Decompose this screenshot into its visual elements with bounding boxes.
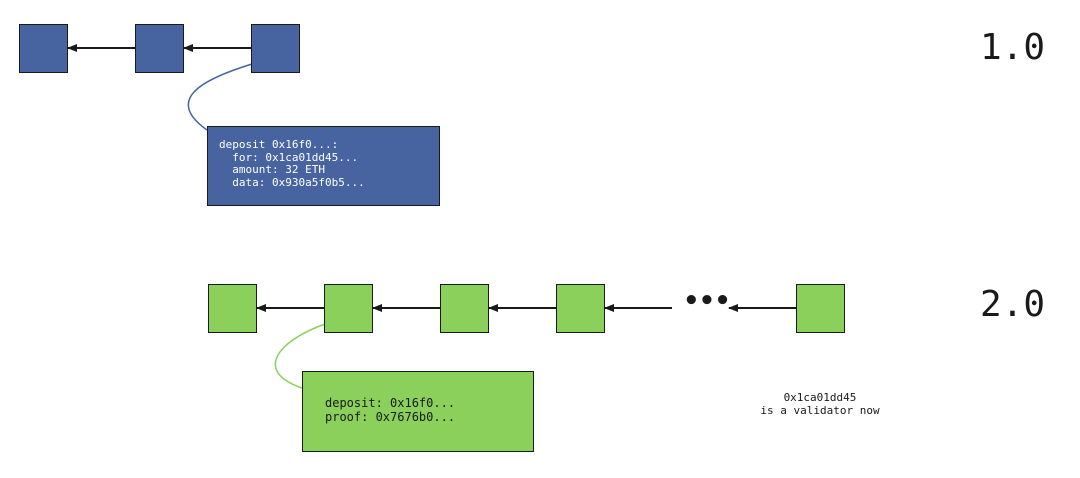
version-label-1: 1.0 (980, 27, 1046, 68)
proof-line-deposit: deposit: 0x16f0... (325, 396, 456, 410)
eth2-block-1 (208, 284, 257, 333)
eth2-block-2 (324, 284, 373, 333)
eth2-block-3 (440, 284, 489, 333)
eth1-block-3 (251, 24, 300, 73)
deposit-line-data: data: 0x930a5f0b5... (219, 175, 365, 189)
eth1-deposit-box: deposit 0x16f0...: for: 0x1ca01dd45... a… (207, 126, 440, 206)
eth2-proof-link (274, 323, 326, 389)
eth2-block-4 (556, 284, 605, 333)
eth2-proof-box: deposit: 0x16f0... proof: 0x7676b0... (302, 371, 534, 452)
eth1-deposit-link (187, 63, 253, 131)
version-label-2: 2.0 (980, 284, 1046, 325)
eth1-block-1 (19, 24, 68, 73)
validator-note: 0x1ca01dd45 is a validator now (735, 391, 905, 417)
proof-line-proof: proof: 0x7676b0... (325, 409, 456, 424)
deposit-line-id: deposit 0x16f0...: (219, 138, 339, 151)
eth2-block-5 (796, 284, 845, 333)
deposit-line-amount: amount: 32 ETH (219, 163, 325, 177)
eth1-block-2 (135, 24, 184, 73)
deposit-line-for: for: 0x1ca01dd45... (219, 150, 359, 164)
validator-address: 0x1ca01dd45 (783, 391, 857, 404)
validator-status: is a validator now (760, 404, 880, 418)
chain-ellipsis: ••• (683, 286, 731, 316)
